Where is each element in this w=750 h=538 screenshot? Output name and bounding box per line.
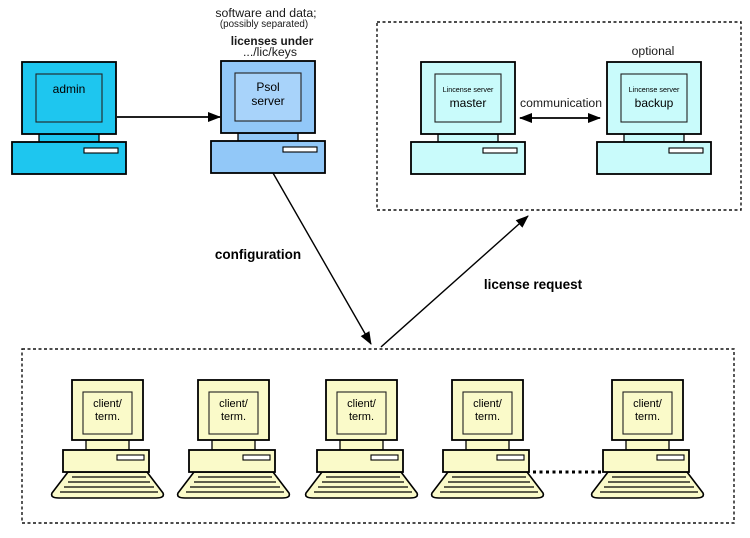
admin-label: admin	[53, 82, 86, 96]
disk-slot	[83, 147, 119, 154]
master-label-line1: Lincense server	[443, 85, 494, 94]
licenses-note-line1: licenses under	[231, 34, 314, 48]
master-label-line2: master	[450, 96, 487, 110]
monitor-screen	[234, 72, 302, 122]
optional-label: optional	[632, 44, 675, 58]
system-unit	[210, 140, 326, 174]
configuration-arrow	[272, 172, 372, 345]
license-request-arrow	[380, 215, 529, 348]
configuration-label: configuration	[215, 247, 301, 262]
psol-label-line2: server	[251, 94, 284, 108]
communication-label: communication	[520, 96, 602, 110]
system-unit	[11, 141, 127, 175]
disk-slot	[482, 147, 518, 154]
optional-servers-group-box	[376, 21, 742, 211]
psol-server-computer: Psol server	[210, 60, 326, 174]
backup-label-line1: Lincense server	[629, 85, 680, 94]
backup-label-line2: backup	[635, 96, 674, 110]
system-unit	[410, 141, 526, 175]
disk-slot	[282, 146, 318, 153]
license-request-label: license request	[484, 277, 583, 292]
monitor-screen	[620, 73, 688, 123]
monitor-neck	[38, 133, 100, 143]
software-note-line1: software and data;	[215, 6, 316, 20]
system-unit	[596, 141, 712, 175]
monitor-screen	[434, 73, 502, 123]
software-note-line2: (possibly separated)	[220, 19, 308, 30]
monitor-neck	[623, 133, 685, 143]
monitor-neck	[237, 132, 299, 142]
monitor-neck	[437, 133, 499, 143]
license-backup-computer: Lincense server backup	[596, 61, 712, 175]
disk-slot	[668, 147, 704, 154]
admin-computer: admin	[11, 61, 127, 175]
monitor-screen	[35, 73, 103, 123]
license-master-computer: Lincense server master	[410, 61, 526, 175]
licenses-note-line2: .../lic/keys	[243, 45, 297, 59]
clients-group-box	[21, 348, 735, 524]
psol-label-line1: Psol	[256, 80, 279, 94]
